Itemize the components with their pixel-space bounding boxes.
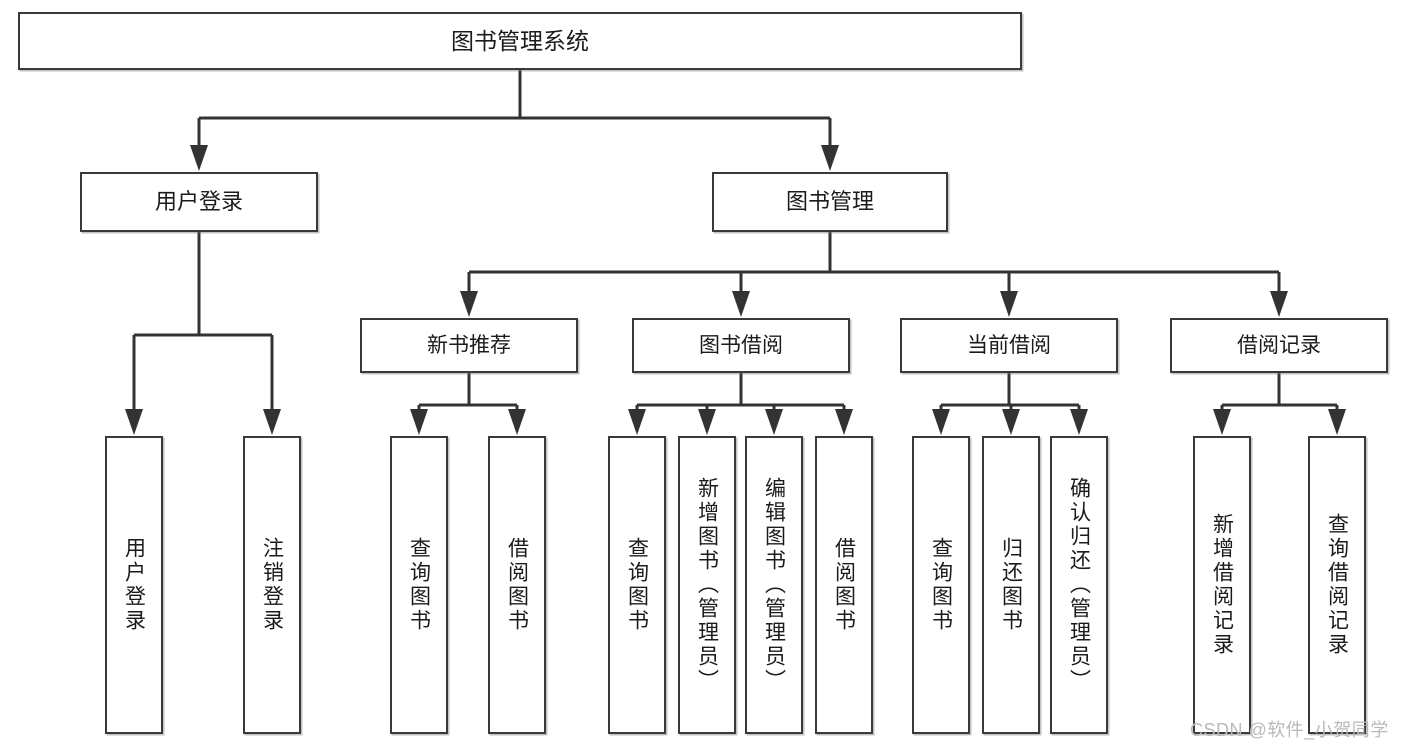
arrowhead (1002, 409, 1020, 435)
arrowhead (732, 291, 750, 317)
node-n2[interactable]: 图书管理 (712, 172, 948, 232)
node-l6[interactable]: 新增图书（管理员） (678, 436, 736, 734)
node-label: 图书管理 (785, 188, 874, 214)
node-label: 注销登录 (260, 537, 284, 633)
arrowhead (1213, 409, 1231, 435)
node-label: 用户登录 (154, 188, 243, 214)
node-l5[interactable]: 查询图书 (608, 436, 666, 734)
node-label: 编辑图书（管理员） (762, 477, 786, 693)
node-label: 借阅图书 (505, 537, 529, 633)
node-l12[interactable]: 新增借阅记录 (1193, 436, 1251, 734)
node-l4[interactable]: 借阅图书 (488, 436, 546, 734)
arrowhead (765, 409, 783, 435)
node-l13[interactable]: 查询借阅记录 (1308, 436, 1366, 734)
node-label: 确认归还（管理员） (1067, 477, 1091, 693)
arrowhead (508, 409, 526, 435)
node-l9[interactable]: 查询图书 (912, 436, 970, 734)
node-label: 用户登录 (122, 537, 146, 633)
arrowhead (263, 409, 281, 435)
node-label: 借阅图书 (832, 537, 856, 633)
node-label: 查询图书 (407, 537, 431, 633)
node-label: 查询图书 (625, 537, 649, 633)
node-l7[interactable]: 编辑图书（管理员） (745, 436, 803, 734)
node-n4[interactable]: 图书借阅 (632, 318, 850, 373)
node-l11[interactable]: 确认归还（管理员） (1050, 436, 1108, 734)
node-l8[interactable]: 借阅图书 (815, 436, 873, 734)
node-n5[interactable]: 当前借阅 (900, 318, 1118, 373)
arrowhead (460, 291, 478, 317)
arrowhead (835, 409, 853, 435)
arrowhead (1328, 409, 1346, 435)
arrowhead (698, 409, 716, 435)
node-label: 借阅记录 (1237, 333, 1321, 357)
node-label: 新增图书（管理员） (695, 477, 719, 693)
arrowhead (410, 409, 428, 435)
node-label: 新书推荐 (427, 333, 511, 357)
node-label: 查询借阅记录 (1325, 513, 1349, 657)
node-l2[interactable]: 注销登录 (243, 436, 301, 734)
node-l1[interactable]: 用户登录 (105, 436, 163, 734)
node-l3[interactable]: 查询图书 (390, 436, 448, 734)
node-n6[interactable]: 借阅记录 (1170, 318, 1388, 373)
arrowhead (125, 409, 143, 435)
node-n3[interactable]: 新书推荐 (360, 318, 578, 373)
node-root[interactable]: 图书管理系统 (18, 12, 1022, 70)
node-n1[interactable]: 用户登录 (80, 172, 318, 232)
node-l10[interactable]: 归还图书 (982, 436, 1040, 734)
arrowhead (821, 145, 839, 171)
arrowhead (932, 409, 950, 435)
arrowhead (1070, 409, 1088, 435)
node-label: 图书借阅 (699, 333, 783, 357)
node-label: 当前借阅 (967, 333, 1051, 357)
watermark-text: CSDN @软件_小贺同学 (1190, 720, 1389, 740)
node-label: 新增借阅记录 (1210, 513, 1234, 657)
arrowhead (1270, 291, 1288, 317)
arrowhead (1000, 291, 1018, 317)
arrowhead (628, 409, 646, 435)
arrowhead (190, 145, 208, 171)
node-label: 归还图书 (999, 537, 1023, 633)
node-label: 查询图书 (929, 537, 953, 633)
node-label: 图书管理系统 (451, 27, 589, 54)
